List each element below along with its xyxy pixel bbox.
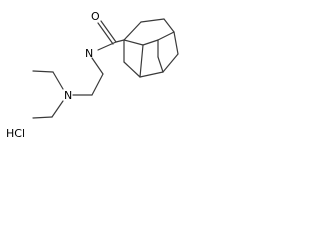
bond-co-2 [97, 22, 114, 45]
bond-ad-13 [157, 56, 164, 73]
oxygen-atom-label: O [91, 10, 100, 23]
bond-n-ch2 [91, 57, 104, 75]
amide-nitrogen-label: N [85, 47, 93, 60]
hydrochloride-label: HCl [6, 127, 25, 138]
bond-ad-11 [157, 31, 175, 41]
bond-ethyl2a-ethyl2b [32, 116, 53, 119]
bond-ad-5 [162, 53, 179, 73]
bond-ad-10 [142, 39, 159, 46]
bond-ad-2 [140, 18, 165, 23]
bond-ad-7 [123, 61, 141, 78]
bond-ethyl1a-ethyl1b [32, 70, 54, 73]
bond-n2-ethyl2a [51, 100, 64, 118]
structure-diagram: O N N HCl [6, 10, 179, 138]
bond-ad-6 [139, 71, 164, 78]
bond-co-1 [100, 20, 117, 43]
bond-n2-ethyl1a [52, 71, 64, 90]
bond-ad-1 [123, 21, 142, 41]
bond-ad-14 [139, 44, 144, 78]
bond-ch2-ch2 [91, 73, 104, 96]
bond-c-adamantyl [115, 39, 125, 43]
bond-ad-3 [163, 18, 175, 33]
bond-ad-9 [123, 39, 144, 46]
structure-canvas: O N N HCl [0, 0, 199, 138]
bond-ad-4 [173, 31, 179, 55]
bond-c-n [97, 41, 117, 51]
amine-nitrogen-label: N [64, 89, 72, 102]
